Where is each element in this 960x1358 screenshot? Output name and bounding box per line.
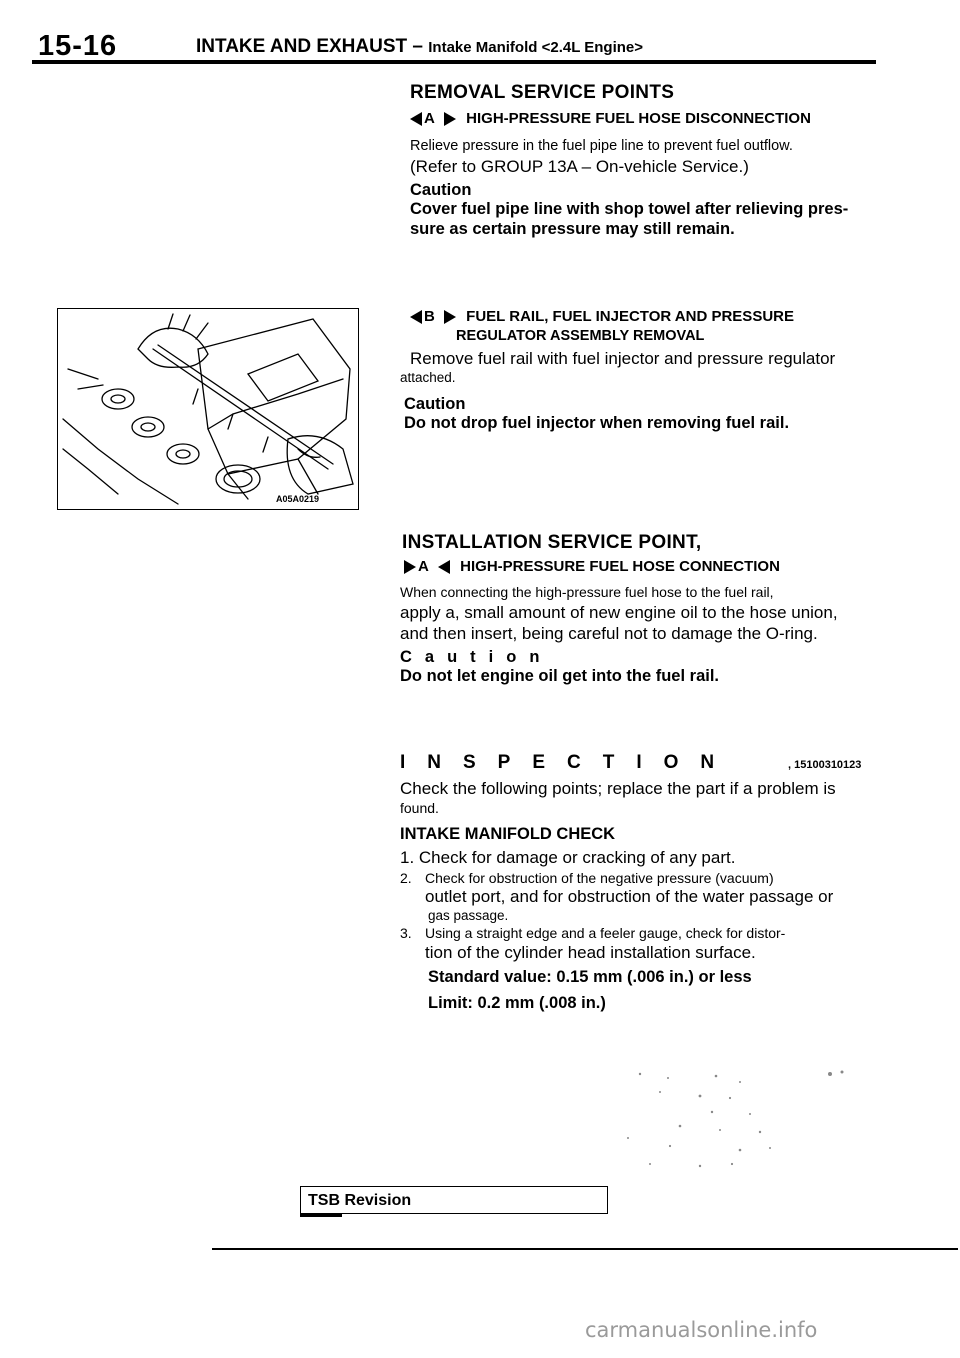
page-number: 15-16 (38, 30, 118, 62)
header-rule (32, 60, 876, 64)
inspection-intro-2: found. (400, 800, 439, 816)
installation-heading: INSTALLATION SERVICE POINT, (402, 532, 702, 553)
engine-illustration (57, 308, 359, 510)
inspection-item-2-line-3: gas passage. (428, 908, 509, 923)
inspection-item-3-line-2: tion of the cylinder head installation s… (425, 943, 756, 962)
limit-value: Limit: 0.2 mm (.008 in.) (428, 994, 606, 1012)
removal-b-heading: B FUEL RAIL, FUEL INJECTOR AND PRESSURE (410, 308, 886, 325)
standard-value: Standard value: 0.15 mm (.006 in.) or le… (428, 968, 752, 986)
removal-b-text-1: Remove fuel rail with fuel injector and … (410, 349, 836, 368)
tsb-revision-box (300, 1186, 608, 1214)
installation-a-heading: A HIGH-PRESSURE FUEL HOSE CONNECTION (404, 558, 880, 575)
inspection-item-3-line-1: Using a straight edge and a feeler gauge… (425, 925, 786, 941)
page-title: INTAKE AND EXHAUST – Intake Manifold <2.… (196, 36, 643, 58)
marker-b-icon (410, 310, 456, 325)
marker-a-letter: A (424, 110, 435, 127)
installation-a-caution-text: Do not let engine oil get into the fuel … (400, 667, 720, 685)
removal-b-caution-text: Do not drop fuel injector when removing … (404, 414, 790, 432)
marker-a-install-icon (404, 560, 450, 575)
marker-a-icon (410, 112, 456, 127)
installation-a-text-2: apply a, small amount of new engine oil … (400, 603, 838, 622)
marker-a-install-letter: A (418, 558, 429, 575)
removal-a-text-2: (Refer to GROUP 13A – On-vehicle Service… (410, 157, 749, 176)
figure-code: A05A0219 (276, 494, 320, 504)
inspection-item-2-number: 2. (400, 870, 412, 886)
bottom-rule (212, 1248, 958, 1250)
removal-b-heading-2: REGULATOR ASSEMBLY REMOVAL (456, 328, 705, 344)
removal-b-heading-text: FUEL RAIL, FUEL INJECTOR AND PRESSURE (466, 308, 794, 325)
section-subtitle: Intake Manifold <2.4L Engine> (428, 39, 644, 56)
inspection-heading: INSPECTION (400, 752, 737, 773)
removal-heading: REMOVAL SERVICE POINTS (410, 82, 675, 103)
inspection-intro-1: Check the following points; replace the … (400, 779, 836, 798)
removal-a-caution-label: Caution (410, 181, 472, 199)
removal-a-heading: A HIGH-PRESSURE FUEL HOSE DISCONNECTION (410, 110, 886, 127)
removal-b-text-2: attached. (400, 370, 456, 385)
inspection-item-3-number: 3. (400, 925, 412, 941)
inspection-item-1: 1. Check for damage or cracking of any p… (400, 848, 736, 867)
scan-noise-icon (627, 1070, 844, 1168)
section-title: INTAKE AND EXHAUST – (196, 36, 423, 57)
installation-a-text-1: When connecting the high-pressure fuel h… (400, 584, 774, 600)
watermark: carmanualsonline.info (585, 1318, 818, 1342)
removal-a-text-1: Relieve pressure in the fuel pipe line t… (410, 138, 793, 154)
engine-drawing-icon (62, 313, 354, 505)
inspection-item-2-line-2: outlet port, and for obstruction of the … (425, 887, 834, 906)
installation-a-text-3: and then insert, being careful not to da… (400, 624, 818, 643)
tsb-underline (300, 1214, 342, 1217)
removal-a-caution-1: Cover fuel pipe line with shop towel aft… (410, 200, 849, 218)
installation-a-caution-label: Caution (400, 648, 553, 666)
removal-a-heading-text: HIGH-PRESSURE FUEL HOSE DISCONNECTION (466, 110, 811, 127)
inspection-item-2-line-1: Check for obstruction of the negative pr… (425, 870, 774, 886)
removal-b-caution-label: Caution (404, 395, 466, 413)
inspection-subheading: INTAKE MANIFOLD CHECK (400, 825, 616, 843)
tsb-revision-label: TSB Revision (308, 1192, 412, 1209)
removal-a-caution-2: sure as certain pressure may still remai… (410, 220, 735, 238)
installation-a-heading-text: HIGH-PRESSURE FUEL HOSE CONNECTION (460, 558, 780, 575)
marker-b-letter: B (424, 308, 435, 325)
inspection-code: , 15100310123 (788, 759, 862, 771)
scan-noise (620, 1068, 870, 1178)
